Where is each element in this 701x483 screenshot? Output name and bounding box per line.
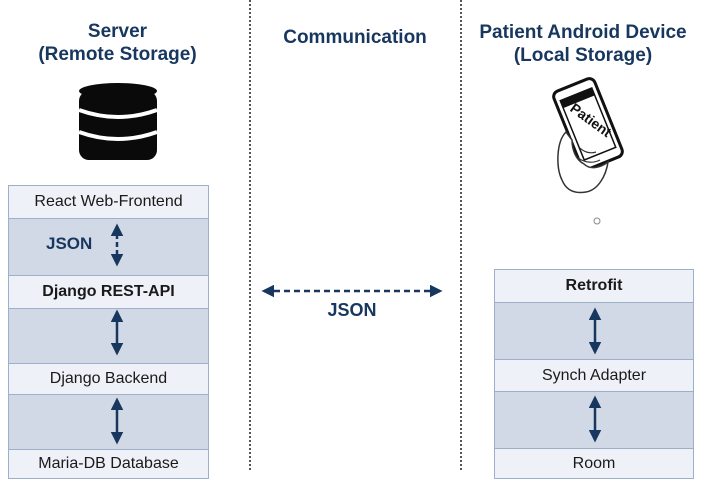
- retrofit-label: Retrofit: [565, 277, 623, 294]
- communication-title: Communication: [283, 27, 427, 48]
- layer-retrofit: Retrofit: [494, 269, 694, 303]
- divider-left: [249, 0, 251, 470]
- phone-hand-icon: Patient: [552, 77, 624, 225]
- react-frontend-label: React Web-Frontend: [34, 193, 183, 210]
- django-backend-label: Django Backend: [49, 370, 168, 387]
- layer-synch-adapter: Synch Adapter: [494, 359, 694, 392]
- divider-right: [460, 0, 462, 470]
- layer-mariadb: Maria-DB Database: [8, 449, 209, 479]
- device-title: Patient Android Device (Local Storage): [465, 21, 701, 67]
- server-title-line1: Server: [87, 21, 148, 42]
- layer-gap-database: [8, 394, 209, 450]
- inner-json-label: JSON: [46, 234, 93, 253]
- layer-room: Room: [494, 448, 694, 479]
- server-title: Server (Remote Storage): [0, 20, 235, 66]
- server-title-line2: (Remote Storage): [38, 44, 197, 65]
- mariadb-label: Maria-DB Database: [38, 455, 179, 472]
- device-title-line2: (Local Storage): [513, 45, 653, 66]
- communication-json-label: JSON: [327, 300, 377, 320]
- synch-adapter-label: Synch Adapter: [541, 366, 647, 384]
- room-label: Room: [572, 454, 616, 472]
- layer-gap-json: [8, 218, 209, 276]
- django-rest-api-label: Django REST-API: [42, 283, 175, 300]
- database-icon: [78, 83, 158, 160]
- server-stack: React Web-Frontend Django REST-API Djang…: [8, 185, 209, 479]
- layer-gap-backend: [8, 308, 209, 364]
- device-title-line1: Patient Android Device: [479, 22, 687, 43]
